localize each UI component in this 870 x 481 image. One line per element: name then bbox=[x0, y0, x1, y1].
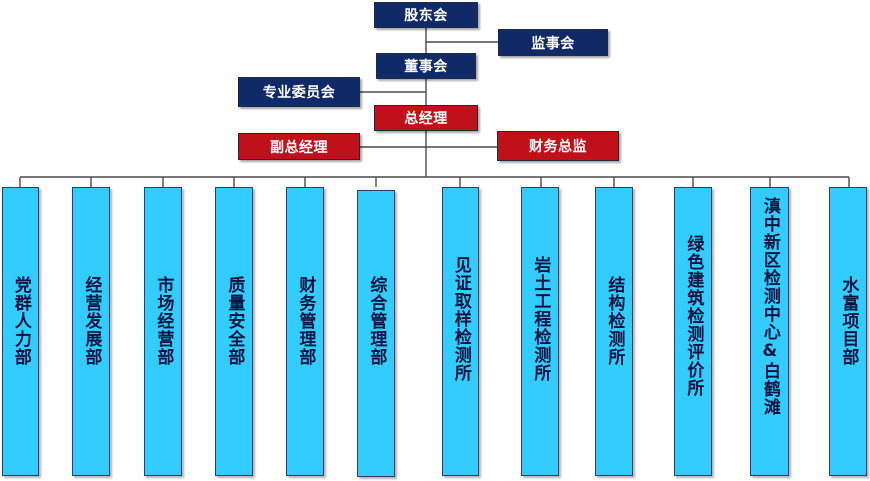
board-label: 董事会 bbox=[404, 59, 448, 75]
department-green-building: 绿色建筑检测评价所 bbox=[674, 187, 712, 476]
cfo-box: 财务总监 bbox=[497, 131, 619, 161]
department-label: 水富项目部 bbox=[838, 276, 859, 366]
supervisors-label: 监事会 bbox=[531, 35, 575, 52]
gm-label: 总经理 bbox=[404, 111, 448, 127]
department-geotechnical: 岩土工程检测所 bbox=[521, 187, 559, 476]
department-structural: 结构检测所 bbox=[595, 187, 633, 476]
deputy-gm-label: 副总经理 bbox=[270, 139, 328, 156]
department-witness-sampling: 见证取样检测所 bbox=[442, 187, 479, 476]
department-label: 市场经营部 bbox=[153, 276, 174, 366]
deputy-gm-box: 副总经理 bbox=[238, 133, 360, 160]
department-quality-safety: 质量安全部 bbox=[215, 187, 253, 476]
department-label: 见证取样检测所 bbox=[450, 256, 471, 382]
department-shuifu-project: 水富项目部 bbox=[829, 187, 867, 476]
department-label: 财务管理部 bbox=[295, 276, 316, 366]
department-label: 滇中新区检测中心&白鹤滩 bbox=[759, 197, 780, 416]
shareholders-label: 股东会 bbox=[404, 8, 448, 24]
department-business-development: 经营发展部 bbox=[72, 187, 110, 476]
department-label: 经营发展部 bbox=[81, 276, 102, 366]
board-box: 董事会 bbox=[376, 53, 476, 79]
department-label: 党群人力部 bbox=[10, 276, 31, 366]
department-label: 质量安全部 bbox=[224, 276, 245, 366]
department-label: 岩土工程检测所 bbox=[530, 256, 551, 382]
department-general-management: 综合管理部 bbox=[357, 190, 395, 477]
department-label: 绿色建筑检测评价所 bbox=[683, 235, 704, 397]
department-central-yunnan-center: 滇中新区检测中心&白鹤滩 bbox=[750, 187, 789, 476]
department-finance: 财务管理部 bbox=[286, 187, 324, 476]
department-label: 结构检测所 bbox=[604, 276, 625, 366]
supervisors-box: 监事会 bbox=[498, 29, 608, 56]
department-market: 市场经营部 bbox=[144, 187, 182, 476]
department-label: 综合管理部 bbox=[366, 276, 387, 366]
shareholders-box: 股东会 bbox=[374, 2, 478, 28]
gm-box: 总经理 bbox=[374, 105, 478, 131]
cfo-label: 财务总监 bbox=[529, 139, 587, 155]
department-party-hr: 党群人力部 bbox=[2, 187, 39, 476]
committee-box: 专业委员会 bbox=[238, 77, 360, 107]
committee-label: 专业委员会 bbox=[262, 85, 336, 101]
